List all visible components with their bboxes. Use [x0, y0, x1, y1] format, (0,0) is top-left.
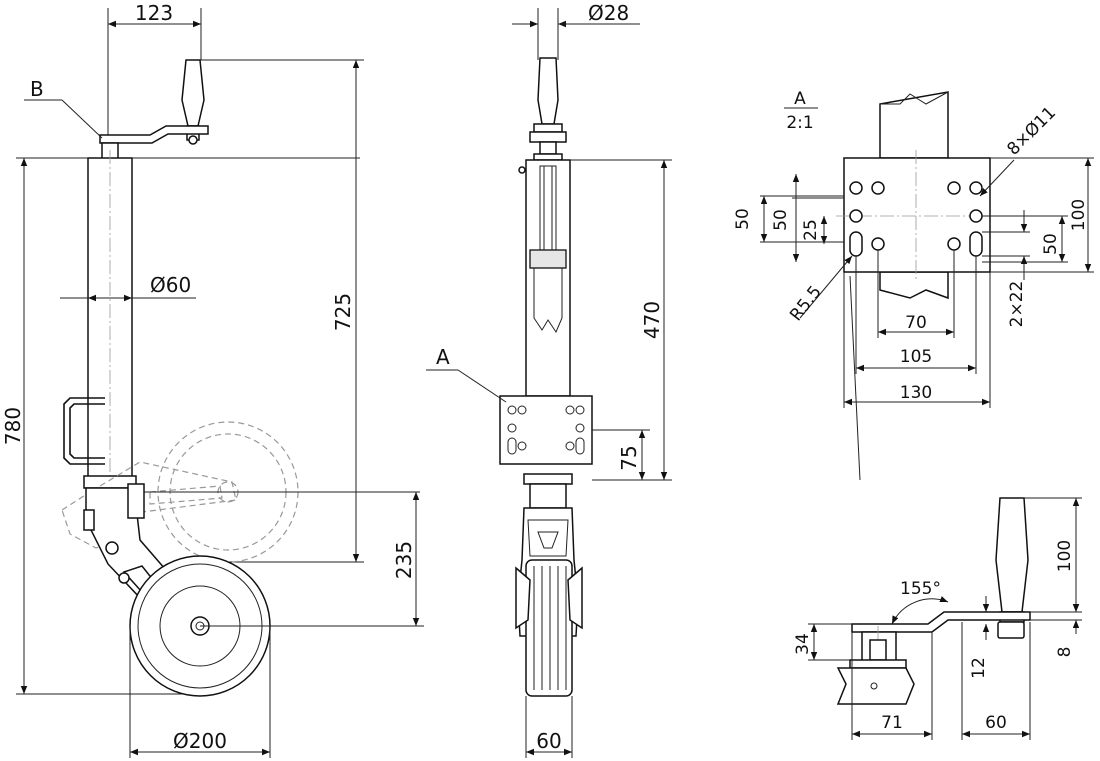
front-clamp-plate	[499, 395, 593, 465]
dim-100-text: 100	[1069, 199, 1089, 231]
dim-tube-dia: Ø60	[60, 273, 196, 302]
dim-inner-50-text: 50	[771, 209, 791, 231]
dim-radius-text: R5.5	[786, 282, 826, 325]
dim-left-50-text: 50	[733, 208, 753, 230]
dim-clamp-height-text: 75	[617, 445, 641, 470]
dim-130-text: 130	[900, 383, 932, 403]
dim-handle-dia: Ø28	[512, 1, 640, 60]
dim-b-12-text: 12	[969, 657, 989, 679]
dim-stroke: 470	[592, 160, 672, 481]
detail-a-title: A	[794, 89, 806, 109]
dim-b-71-text: 71	[881, 713, 903, 733]
side-crank-handle	[99, 59, 209, 145]
detail-b-bottom-dims: 71 60	[851, 622, 1031, 740]
dim-wheel-offset-text: 235	[392, 541, 416, 579]
front-collar	[523, 473, 573, 485]
detail-a-leader: A	[426, 345, 507, 403]
detail-a-tube-top	[879, 91, 949, 159]
dim-b-100-text: 100	[1055, 540, 1075, 572]
dim-hole-spec: 8×Ø11	[979, 103, 1060, 197]
dim-wheel-offset: 235	[200, 492, 424, 627]
dim-hole-spec-text: 8×Ø11	[1003, 103, 1060, 160]
side-grip-bracket	[63, 397, 105, 465]
dim-wheel-dia: Ø200	[129, 626, 271, 758]
front-wheel-fork	[515, 507, 583, 697]
dim-arm-offset: 12	[969, 596, 990, 679]
dim-right-50-text: 50	[1041, 233, 1061, 255]
dim-radius: R5.5	[786, 255, 853, 325]
dim-stroke-text: 470	[640, 301, 664, 339]
dim-overall-height: 780	[1, 157, 200, 695]
dim-b-8-text: 8	[1055, 647, 1075, 658]
dim-crank-offset: 123	[107, 1, 202, 140]
dim-angle-text: 155°	[900, 579, 941, 599]
dim-tube-height-text: 725	[331, 293, 355, 331]
side-main-tube	[87, 150, 360, 490]
dim-wheel-width: 60	[525, 696, 573, 758]
dim-b-60-text: 60	[985, 713, 1007, 733]
detail-a-plate	[836, 150, 1000, 280]
detail-b-view: 155° 100 8 34 12	[793, 497, 1082, 740]
dim-tube-height: 725	[200, 59, 364, 563]
dim-overall-height-text: 780	[1, 407, 25, 445]
dim-clamp-height: 75	[592, 429, 650, 480]
label-detail-a: A	[436, 345, 450, 369]
dim-arm-thickness: 8	[1030, 598, 1082, 657]
dim-tube-dia-text: Ø60	[150, 273, 191, 297]
detail-b-shaft	[836, 626, 915, 705]
dim-slots-text: 2×22	[1007, 281, 1027, 328]
detail-a-view: A 2:1 8×Ø11	[733, 89, 1094, 481]
dim-b-34-text: 34	[793, 633, 813, 655]
detail-b-leader: B	[24, 77, 103, 139]
dim-crank-offset-text: 123	[135, 1, 173, 25]
detail-a-tube-bottom	[879, 271, 949, 300]
label-detail-b: B	[30, 77, 44, 101]
dim-handle-dia-text: Ø28	[588, 1, 629, 25]
detail-a-left-dims: 50 50 25	[733, 174, 844, 262]
dim-25-text: 25	[801, 219, 821, 241]
dim-grip-height: 100	[1024, 497, 1082, 613]
dim-shaft-height: 34	[793, 623, 852, 661]
front-view: Ø28	[426, 1, 672, 758]
dim-70-text: 70	[905, 313, 927, 333]
dim-wheel-dia-text: Ø200	[173, 729, 227, 753]
detail-a-bottom-dims: 70 105 130	[843, 250, 991, 481]
dim-wheel-width-text: 60	[536, 729, 561, 753]
detail-a-scale: 2:1	[786, 113, 813, 133]
dim-angle: 155°	[891, 579, 949, 625]
dim-105-text: 105	[900, 347, 932, 367]
front-handle	[529, 57, 567, 161]
front-tube	[518, 159, 672, 397]
detail-a-right-dims: 100 50 2×22	[982, 157, 1094, 328]
side-view: 123 B Ø60	[1, 1, 424, 758]
